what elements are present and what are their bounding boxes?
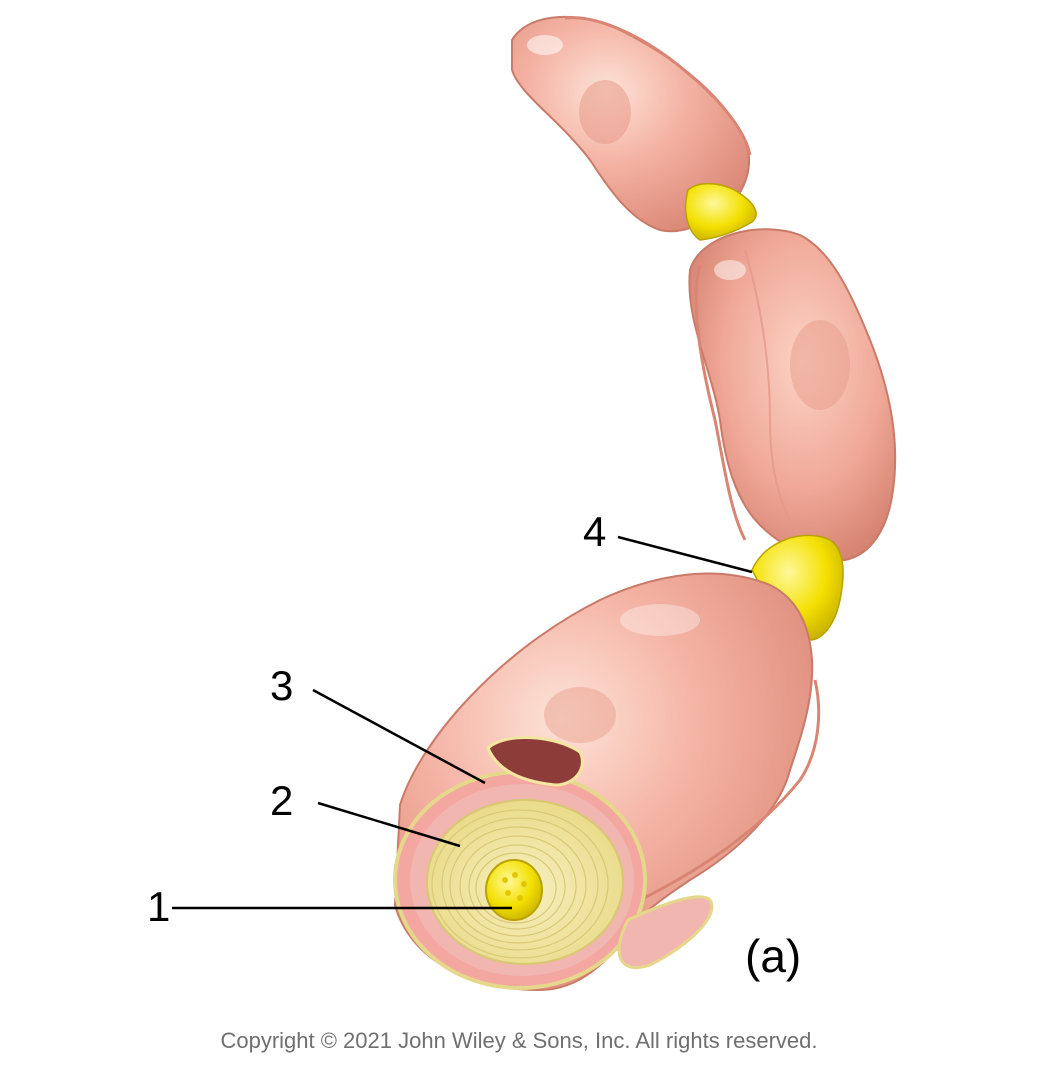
label-3: 3: [270, 662, 294, 709]
label-2: 2: [270, 777, 294, 824]
label-4: 4: [583, 508, 607, 555]
label-1: 1: [147, 883, 171, 930]
leader-lines: [172, 535, 753, 910]
node-of-ranvier-upper: [684, 183, 757, 241]
leader-line-4: [617, 535, 753, 574]
cross-section: [393, 735, 714, 990]
leader-line-3: [312, 688, 486, 785]
myelin-lamellae: [431, 809, 609, 959]
schwann-nucleus: [486, 735, 584, 787]
schwann-cell-top: [511, 15, 752, 233]
leader-line-2: [317, 801, 461, 848]
schwann-cell-middle: [688, 228, 897, 562]
panel-letter: (a): [745, 930, 802, 982]
axon: [485, 859, 543, 921]
copyright-notice: Copyright © 2021 John Wiley & Sons, Inc.…: [220, 1028, 818, 1053]
axon-texture: [502, 872, 527, 901]
